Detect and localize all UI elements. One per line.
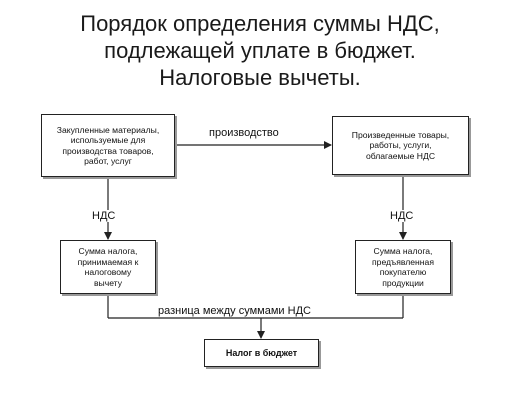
title-line-1: Порядок определения суммы НДС, <box>80 11 440 36</box>
box-text-line: производства товаров, <box>62 145 154 156</box>
box-budget-label: Налог в бюджет <box>225 348 298 358</box>
title-line-3: Налоговые вычеты. <box>159 65 361 90</box>
label-vat-left: НДС <box>92 210 116 222</box>
box-text-line: работ, услуг <box>84 156 132 166</box>
box-tax-to-budget: Налог в бюджет <box>204 339 319 367</box>
page-title: Порядок определения суммы НДС, подлежаще… <box>0 10 520 91</box>
box-produced-goods: Произведенные товары, работы, услуги, об… <box>332 116 469 175</box>
box-text-line: работы, услуги, <box>369 140 432 151</box>
box-text-line: облагаемые НДС <box>365 150 436 161</box>
box-tax-accepted-deduction: Сумма налога, принимаемая к налоговому в… <box>60 240 156 294</box>
label-vat-right: НДС <box>390 210 414 222</box>
box-text-line: Сумма налога, <box>78 246 138 256</box>
box-text-line: продукции <box>382 277 424 288</box>
box-text-line: покупателю <box>379 267 427 277</box>
label-production: производство <box>209 127 279 139</box>
box-text-line: принимаемая к <box>77 256 139 267</box>
box-text-line: Произведенные товары, <box>351 129 450 140</box>
box-purchased-materials: Закупленные материалы, используемые для … <box>41 114 175 177</box>
box-text-line: Закупленные материалы, <box>56 124 160 135</box>
label-vat-difference: разница между суммами НДС <box>158 305 311 317</box>
title-line-2: подлежащей уплате в бюджет. <box>104 38 416 63</box>
box-tax-presented-buyer: Сумма налога, предъявленная покупателю п… <box>355 240 451 294</box>
box-text-line: Сумма налога, <box>373 246 433 256</box>
box-text-line: используемые для <box>70 135 146 145</box>
box-text-line: предъявленная <box>372 256 434 267</box>
box-text-line: налоговому <box>84 267 132 277</box>
box-text-line: вычету <box>93 277 123 288</box>
